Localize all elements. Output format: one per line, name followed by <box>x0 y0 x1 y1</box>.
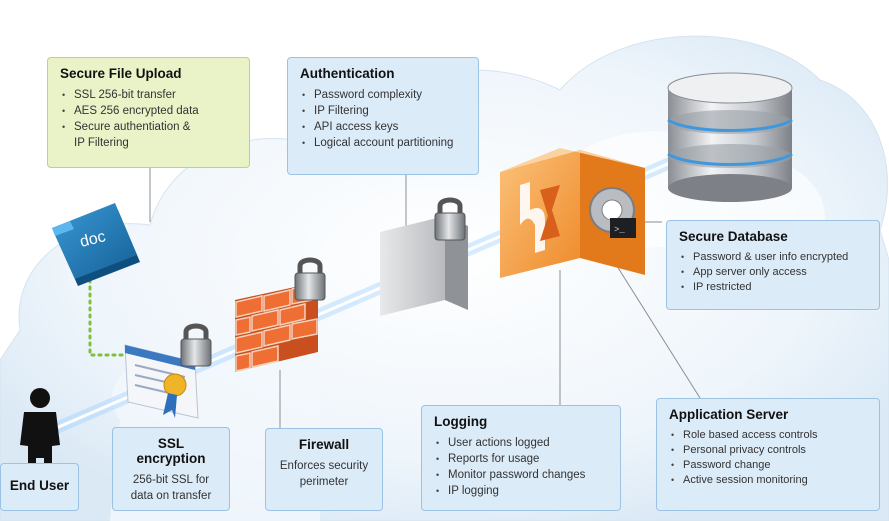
padlock-icon <box>434 197 466 241</box>
padlock-icon <box>294 257 326 301</box>
firewall-box: Firewall Enforces security perimeter <box>265 428 383 511</box>
authentication-title: Authentication <box>300 66 395 81</box>
secure-database-title: Secure Database <box>679 229 788 244</box>
secure-database-list: Password & user info encrypted App serve… <box>679 250 867 295</box>
firewall-title: Firewall <box>298 437 350 452</box>
list-item: App server only access <box>679 265 867 280</box>
ssl-encryption-title: SSL encryption <box>136 436 206 466</box>
list-item: Logical account partitioning <box>300 135 466 151</box>
logging-box: Logging User actions logged Reports for … <box>421 405 621 511</box>
list-item: Password change <box>669 458 867 473</box>
firewall-line: Enforces security <box>279 460 369 472</box>
list-item: Password & user info encrypted <box>679 250 867 265</box>
ssl-certificate-icon <box>124 344 199 419</box>
secure-file-upload-list: SSL 256-bit transfer AES 256 encrypted d… <box>60 87 237 151</box>
list-item: IP logging <box>434 483 608 499</box>
secure-file-upload-box: Secure File Upload SSL 256-bit transfer … <box>47 57 250 168</box>
authentication-box: Authentication Password complexity IP Fi… <box>287 57 479 175</box>
secure-file-upload-title: Secure File Upload <box>60 66 182 81</box>
padlock-icon <box>180 323 212 367</box>
svg-text:>_: >_ <box>614 225 625 235</box>
list-item: Role based access controls <box>669 428 867 443</box>
ssl-encryption-line: 256-bit SSL for <box>132 474 210 486</box>
list-item: Reports for usage <box>434 451 608 467</box>
firewall-bricks-icon <box>235 282 318 372</box>
list-item: IP Filtering <box>300 103 466 119</box>
list-item: API access keys <box>300 119 466 135</box>
application-server-title: Application Server <box>669 407 789 422</box>
list-item: Personal privacy controls <box>669 443 867 458</box>
application-server-icon: >_ <box>500 148 645 278</box>
logging-list: User actions logged Reports for usage Mo… <box>434 435 608 499</box>
list-item: Secure authentiation & <box>60 119 237 135</box>
list-item: Monitor password changes <box>434 467 608 483</box>
list-item: IP restricted <box>679 280 867 295</box>
firewall-line: perimeter <box>299 476 349 488</box>
database-icon <box>667 72 793 202</box>
application-server-box: Application Server Role based access con… <box>656 398 880 511</box>
list-item-continuation: IP Filtering <box>74 137 129 149</box>
logging-title: Logging <box>434 414 488 429</box>
list-item: User actions logged <box>434 435 608 451</box>
secure-database-box: Secure Database Password & user info enc… <box>666 220 880 310</box>
doc-folder-icon <box>52 203 140 286</box>
list-item: AES 256 encrypted data <box>60 103 237 119</box>
authentication-list: Password complexity IP Filtering API acc… <box>300 87 466 151</box>
application-server-list: Role based access controls Personal priv… <box>669 428 867 488</box>
ssl-encryption-line: data on transfer <box>130 490 212 502</box>
list-item: Password complexity <box>300 87 466 103</box>
end-user-box: End User <box>0 463 79 511</box>
ssl-encryption-box: SSL encryption 256-bit SSL for data on t… <box>112 427 230 511</box>
callout-connectors <box>149 168 701 428</box>
list-item: SSL 256-bit transfer <box>60 87 237 103</box>
list-item: Active session monitoring <box>669 473 867 488</box>
end-user-title: End User <box>9 478 70 493</box>
